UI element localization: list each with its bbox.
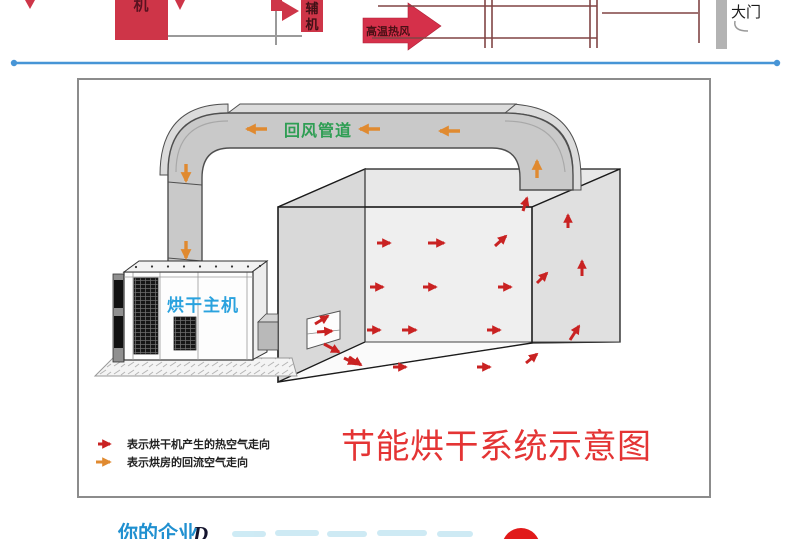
duct-bend-shading xyxy=(504,120,566,173)
red-arrow-tip-icon xyxy=(25,0,35,9)
section-divider xyxy=(10,59,781,67)
legend: 表示烘干机产生的热空气走向 表示烘房的回流空气走向 xyxy=(96,437,270,469)
footer-faded-text-marks xyxy=(232,530,473,537)
legend-return-air-label: 表示烘房的回流空气走向 xyxy=(126,455,248,469)
hot-air-arrows xyxy=(314,196,587,372)
drying-rack-lines xyxy=(372,0,700,48)
machine-top-face xyxy=(122,260,269,273)
machine-block xyxy=(115,0,168,40)
wall-bar xyxy=(716,0,727,49)
machine-panel-seams xyxy=(124,272,253,360)
drying-room-box xyxy=(277,168,621,384)
diagram-title: 节能烘干系统示意图 xyxy=(341,428,652,466)
aux-block-char-1: 辅 xyxy=(305,1,318,16)
return-air-duct: 回风管道 xyxy=(159,103,582,270)
return-air-arrows xyxy=(180,123,543,261)
machine-left-vent xyxy=(114,316,123,348)
duct-segment-line xyxy=(167,181,203,186)
footer-sliver: 你的企业 D xyxy=(117,521,539,539)
gate-leader-line xyxy=(734,20,749,32)
room-inlet-vent xyxy=(306,310,341,350)
return-duct-label: 回风管道 xyxy=(284,121,352,140)
machine-block-label: 机 xyxy=(133,0,148,14)
gate-label: 大门 xyxy=(731,4,761,21)
footer-latin-text: D xyxy=(192,522,208,539)
hot-air-banner-label: 高温热风 xyxy=(366,24,410,38)
machine-outlet-duct xyxy=(257,321,279,351)
footer-cn-text: 你的企业 xyxy=(117,521,198,539)
red-arrow-tip-icon xyxy=(175,0,185,10)
machine-pallet xyxy=(93,357,298,377)
aux-machine-block xyxy=(301,0,323,32)
top-banner: 机 辅 机 高温热风 大门 xyxy=(25,0,761,51)
legend-hot-air-label: 表示烘干机产生的热空气走向 xyxy=(126,437,270,451)
footer-red-badge-icon xyxy=(503,528,539,539)
machine-grille-small xyxy=(173,316,197,351)
drying-main-unit: 烘干主机 xyxy=(93,260,298,377)
duct-bend-shading xyxy=(175,120,229,173)
machine-grille-large xyxy=(133,277,159,355)
red-elbow-arrow-icon xyxy=(271,0,299,21)
duct-front-face xyxy=(167,112,574,268)
aux-block-char-2: 机 xyxy=(305,17,318,32)
machine-top-screws xyxy=(134,264,262,269)
duct-top-face xyxy=(226,103,518,114)
machine-left-vent xyxy=(114,280,123,308)
main-unit-label: 烘干主机 xyxy=(167,295,239,315)
